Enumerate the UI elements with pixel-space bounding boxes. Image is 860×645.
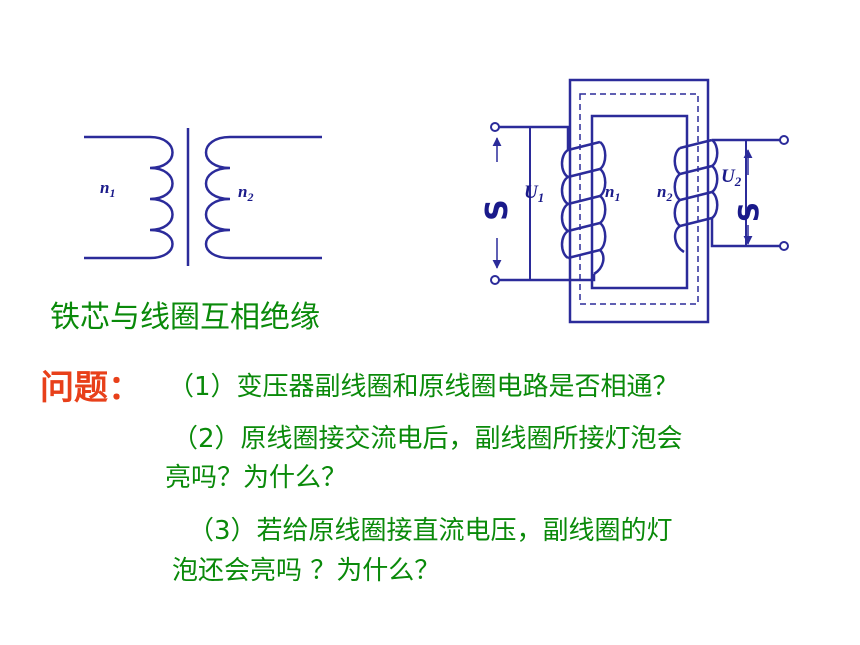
physical-transformer	[490, 78, 789, 324]
symbol-n1-label: n1	[100, 178, 115, 200]
u1-label: U1	[524, 182, 544, 205]
ac-source-symbol-1: S	[480, 199, 515, 221]
question-3-line-1: （3）若给原线圈接直流电压，副线圈的灯	[188, 516, 673, 546]
transformer-symbol	[84, 128, 322, 266]
terminal-secondary-top	[779, 135, 789, 145]
question-2-line-1: （2）原线圈接交流电后，副线圈所接灯泡会	[172, 424, 683, 454]
primary-coil-windings	[560, 140, 607, 276]
insulation-caption: 铁芯与线圈互相绝缘	[50, 300, 320, 335]
physical-n1-label: n1	[605, 182, 620, 204]
core-dashed-outline	[579, 93, 699, 305]
ac-source-symbol-2: S	[732, 202, 765, 222]
question-label: 问题：	[40, 368, 142, 408]
secondary-coil-windings	[673, 138, 719, 254]
secondary-coil	[204, 135, 231, 260]
primary-coil	[149, 135, 174, 260]
symbol-n2-label: n2	[238, 182, 253, 204]
question-2-line-2: 亮吗？为什么？	[165, 463, 348, 493]
iron-core-outer	[568, 78, 710, 324]
physical-n2-label: n2	[657, 182, 672, 204]
question-3-line-2: 泡还会亮吗 ？为什么？	[172, 556, 441, 586]
terminal-primary-top	[490, 122, 500, 132]
terminal-primary-bottom	[490, 275, 500, 285]
question-1: （1）变压器副线圈和原线圈电路是否相通？	[168, 372, 679, 402]
u2-label: U2	[721, 166, 742, 189]
iron-core-inner	[590, 114, 689, 290]
terminal-secondary-bottom	[779, 241, 789, 251]
